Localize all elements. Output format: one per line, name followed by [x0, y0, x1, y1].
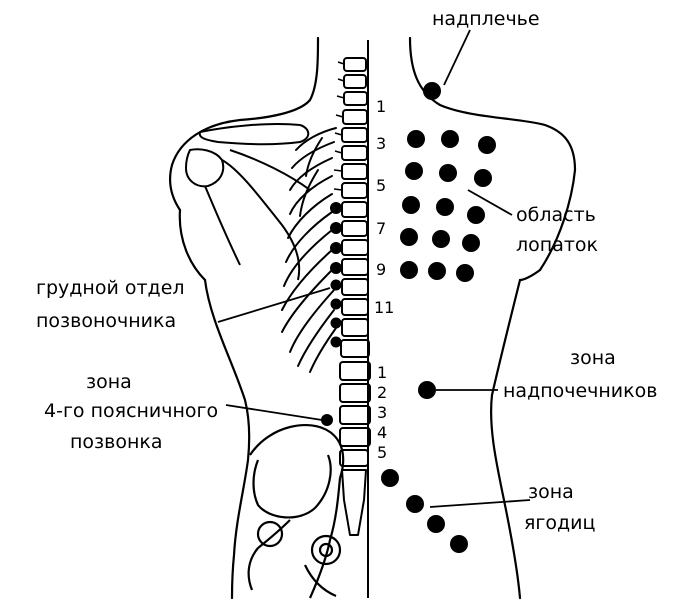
- point-spine: [331, 337, 342, 348]
- point-spine: [331, 318, 342, 329]
- label-adrenal-line2: надпочечников: [503, 380, 657, 402]
- label-thoracic-line2: позвоночника: [36, 310, 176, 332]
- label-adrenal-line1: зона: [570, 347, 616, 369]
- buttock-points: [381, 469, 468, 553]
- thoracic-numbers: 1 3 5 7 9 11: [374, 97, 394, 317]
- point-spine: [331, 299, 342, 310]
- pelvis: [249, 425, 344, 598]
- point-spine: [330, 202, 342, 214]
- thoracic-num-1: 1: [376, 97, 386, 116]
- point-buttock: [427, 515, 445, 533]
- thoracic-num-9: 9: [376, 260, 386, 279]
- point-scapula: [400, 228, 418, 246]
- lumbar-num-3: 3: [377, 403, 387, 422]
- point-scapula: [439, 164, 457, 182]
- leader-lumbar: [226, 405, 322, 420]
- lumbar-num-1: 1: [377, 363, 387, 382]
- point-spine: [330, 242, 342, 254]
- label-lumbar-line2: 4-го поясничного: [44, 400, 218, 422]
- point-scapula: [436, 198, 454, 216]
- point-scapula: [441, 130, 459, 148]
- point-buttock: [450, 535, 468, 553]
- scapula-sketch: [186, 124, 310, 280]
- point-spine: [330, 262, 342, 274]
- label-scapula-line1: область: [516, 204, 596, 226]
- point-scapula: [474, 169, 492, 187]
- ribs: [282, 128, 336, 372]
- leader-buttock: [430, 500, 530, 507]
- label-shoulder: надплечье: [432, 8, 540, 30]
- point-scapula: [432, 230, 450, 248]
- thoracic-num-3: 3: [376, 134, 386, 153]
- thoracic-spine-points: [330, 202, 342, 348]
- thoracic-num-7: 7: [376, 219, 386, 238]
- thoracic-num-5: 5: [376, 176, 386, 195]
- scapula-points: [400, 130, 496, 282]
- point-scapula: [467, 206, 485, 224]
- point-scapula: [456, 264, 474, 282]
- spine: [340, 58, 370, 535]
- label-thoracic-line1: грудной отдел: [36, 277, 185, 299]
- point-buttock: [406, 495, 424, 513]
- point-scapula: [400, 261, 418, 279]
- lumbar-num-2: 2: [377, 383, 387, 402]
- leader-shoulder: [444, 30, 470, 85]
- point-scapula: [428, 262, 446, 280]
- leader-thoracic: [218, 288, 330, 322]
- label-lumbar-line3: позвонка: [70, 431, 163, 453]
- point-spine: [330, 222, 342, 234]
- point-scapula: [407, 130, 425, 148]
- point-adrenal: [418, 381, 436, 399]
- lumbar-numbers: 1 2 3 4 5: [377, 363, 387, 462]
- label-scapula-line2: лопаток: [516, 234, 598, 256]
- point-scapula: [462, 234, 480, 252]
- label-buttock-line2: ягодиц: [524, 512, 596, 534]
- lumbar-num-5: 5: [377, 443, 387, 462]
- point-scapula: [405, 162, 423, 180]
- point-spine: [331, 280, 342, 291]
- point-shoulder: [423, 82, 441, 100]
- label-buttock-line1: зона: [528, 481, 574, 503]
- point-buttock: [381, 469, 399, 487]
- point-scapula: [402, 196, 420, 214]
- leader-lines: [218, 30, 530, 507]
- lumbar-num-4: 4: [377, 423, 387, 442]
- thoracic-num-11: 11: [374, 298, 394, 317]
- point-lumbar-4: [321, 414, 333, 426]
- label-lumbar-line1: зона: [86, 371, 132, 393]
- point-scapula: [478, 136, 496, 154]
